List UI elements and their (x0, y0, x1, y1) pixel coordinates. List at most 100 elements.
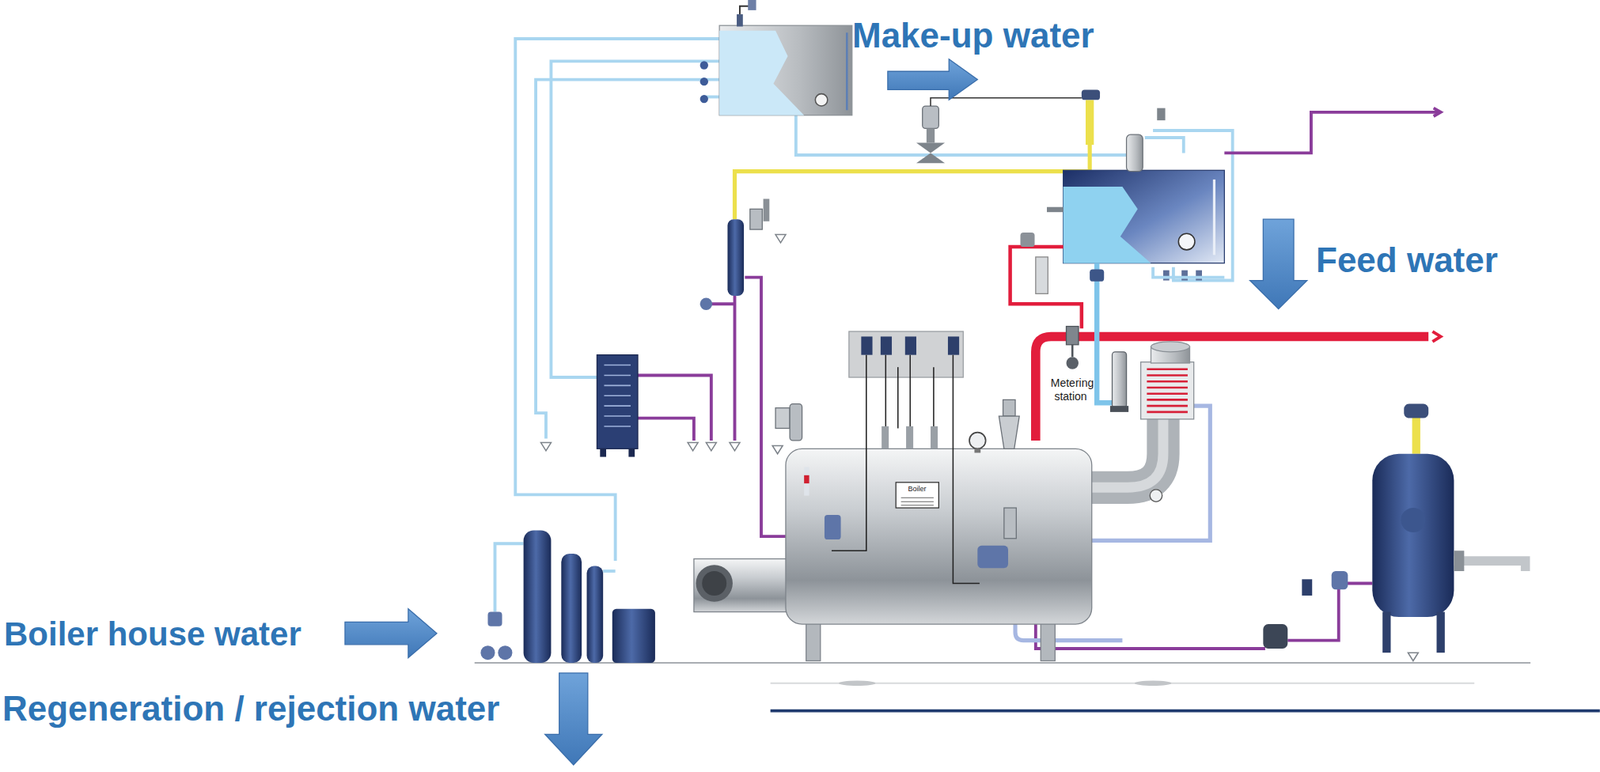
flow-label: Feed water (1315, 240, 1498, 280)
flow-label-box: Regeneration / rejection water (2, 688, 500, 731)
make-up-tank (700, 94, 709, 103)
red-steam-lines (1432, 331, 1441, 342)
flow-arrows (887, 59, 978, 101)
make-up-control-valve (916, 152, 945, 164)
blowdown-vessel (1262, 404, 1525, 654)
control-panel (952, 355, 980, 584)
heat-exchanger (603, 385, 631, 387)
control-panel (906, 426, 914, 449)
purple-pipes (637, 418, 694, 441)
flue-and-economizer (1146, 411, 1188, 414)
make-up-tank (700, 60, 709, 69)
boiler-fittings (1004, 508, 1017, 539)
flue-and-economizer (1146, 367, 1188, 371)
drain-funnels (1407, 652, 1419, 661)
flue-and-economizer (1146, 392, 1188, 395)
make-up-tank (747, 0, 756, 11)
drain-funnels (541, 443, 552, 452)
light-blue-water-pipes (515, 38, 720, 562)
flue-and-economizer (1151, 341, 1191, 353)
flue-and-economizer (1089, 418, 1164, 489)
feed-water-pipe (1089, 269, 1104, 281)
control-panel (897, 367, 899, 429)
water-treatment-plant (497, 645, 512, 660)
blowdown-vessel (1301, 579, 1312, 596)
water-treatment-plant (480, 530, 655, 664)
blowdown-vessel (1331, 571, 1349, 590)
control-panel (932, 367, 935, 429)
flow-label-box: Boiler house water (3, 614, 302, 655)
blowdown-vessel (1453, 550, 1464, 572)
level-control-red-loop (1019, 232, 1048, 294)
control-panel (909, 355, 911, 429)
drain-funnels (729, 443, 740, 452)
control-panel (831, 355, 980, 584)
water-treatment-plant (587, 566, 604, 664)
heat-exchanger (596, 355, 638, 450)
light-blue-water-pipes (796, 115, 1131, 156)
feed-water-tank (1152, 267, 1225, 278)
floor-lines (838, 681, 876, 687)
component-label-box: Metering station (1045, 376, 1098, 404)
feed-water-tank (1063, 186, 1152, 264)
feed-pump (1112, 352, 1127, 409)
control-panel (885, 355, 888, 429)
flue-and-economizer (1149, 489, 1162, 502)
make-up-control-valve (916, 143, 945, 154)
purple-pipes (1224, 112, 1439, 154)
heat-exchanger (628, 448, 635, 457)
nameplate-text-box: Boiler (896, 485, 938, 494)
boiler-fittings (998, 416, 1020, 449)
flow-label: Make-up water (852, 15, 1095, 55)
flow-label: Boiler house water (3, 615, 302, 653)
heat-exchanger (603, 415, 631, 418)
boiler-fittings (824, 515, 842, 540)
metering-station-symbol (1066, 326, 1079, 370)
sample-cooler-separator (700, 297, 713, 310)
light-blue-water-pipes (550, 60, 720, 378)
boiler-shell (1040, 621, 1055, 661)
boiler-fittings (775, 408, 790, 429)
control-panel (881, 426, 889, 449)
yellow-vent-lines (1085, 99, 1094, 145)
boiler-shell (901, 501, 934, 503)
level-control-red-loop (1035, 257, 1048, 294)
boiler-fittings (775, 399, 1020, 569)
drain-funnels (705, 443, 717, 452)
flue-and-economizer (1146, 374, 1188, 377)
heat-exchanger (603, 425, 631, 428)
sample-cooler-separator (700, 198, 770, 311)
floor-lines (474, 663, 1600, 712)
purple-pipes (1287, 583, 1373, 641)
water-treatment-plant (487, 612, 502, 627)
make-up-tank (700, 0, 853, 116)
flow-arrows (345, 609, 437, 659)
flow-arrows (345, 59, 1308, 766)
make-up-control-valve (926, 128, 935, 143)
make-up-tank (736, 14, 744, 27)
heat-exchanger (603, 364, 631, 367)
boiler-shell (901, 497, 934, 499)
make-up-tank (719, 25, 853, 115)
boiler-shell (785, 448, 1092, 625)
purple-pipes (1433, 108, 1441, 117)
yellow-vent-lines (734, 122, 1090, 220)
floor-lines (1134, 681, 1172, 687)
flue-and-economizer (1146, 380, 1188, 383)
flue-and-economizer (1141, 362, 1195, 420)
metering-station-symbol (1071, 345, 1074, 357)
blowdown-vessel (1262, 624, 1288, 649)
control-panel (947, 336, 960, 355)
feed-pump (1110, 405, 1129, 413)
flow-label-box: Feed water (1315, 239, 1498, 282)
heat-exchanger (603, 394, 631, 397)
heat-exchanger (603, 375, 631, 377)
make-up-control-valve (922, 106, 940, 129)
flue-and-economizer (1146, 405, 1188, 408)
boiler-shell (806, 621, 821, 661)
blowdown-vessel (1372, 454, 1454, 618)
purple-pipes (637, 108, 1441, 649)
feed-water-tank (1126, 134, 1144, 171)
